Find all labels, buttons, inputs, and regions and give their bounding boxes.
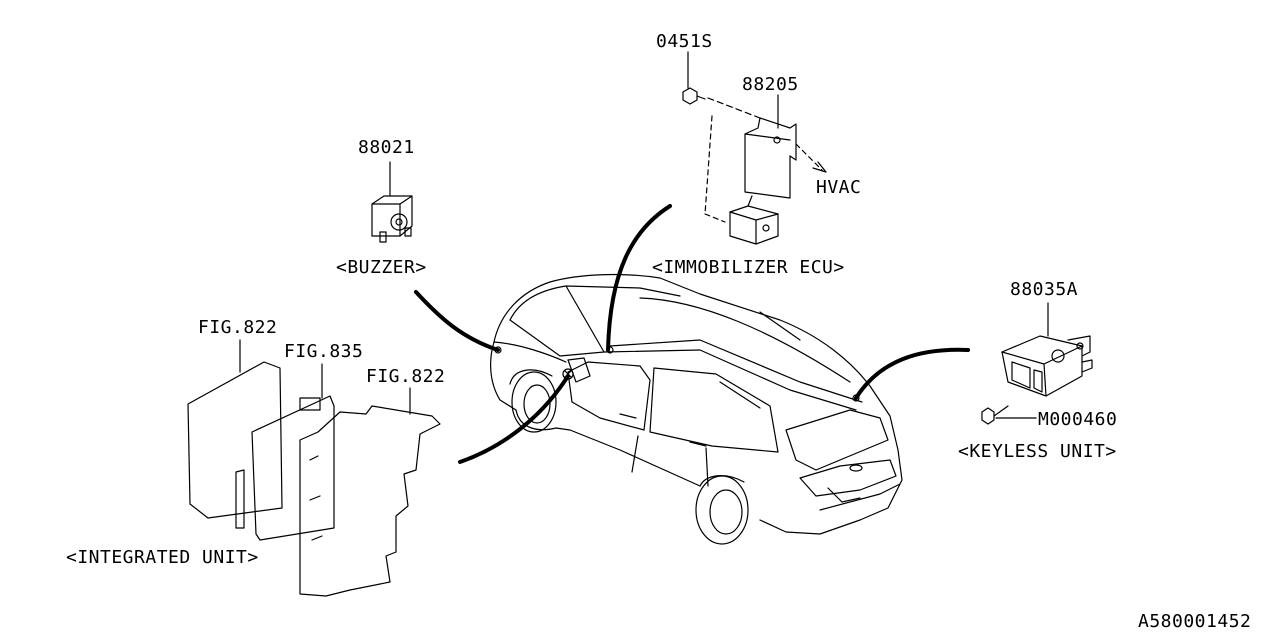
buzzer-section-label: <BUZZER> (336, 257, 427, 278)
keyless-section-label: <KEYLESS UNIT> (958, 441, 1117, 462)
buzzer-icon (372, 162, 412, 242)
fig-reference-1: FIG.822 (198, 317, 278, 338)
immobilizer-ecu-icon (683, 52, 826, 244)
bolt-part-number: 0451S (656, 31, 713, 52)
ecu-part-number: 88205 (742, 74, 799, 95)
keyless-part-number: 88035A (1010, 279, 1079, 300)
diagram-id: A580001452 (1138, 611, 1252, 632)
screw-part-number: M000460 (1038, 409, 1118, 430)
fig-reference-2: FIG.835 (284, 341, 364, 362)
keyless-unit-icon (982, 303, 1092, 424)
integrated-section-label: <INTEGRATED UNIT> (66, 547, 259, 568)
vehicle-icon (491, 275, 902, 545)
hvac-reference: HVAC (816, 177, 862, 198)
integrated-unit-icon (188, 340, 440, 596)
fig-reference-3: FIG.822 (366, 366, 446, 387)
leader-curves (416, 206, 968, 462)
buzzer-part-number: 88021 (358, 137, 415, 158)
immobilizer-section-label: <IMMOBILIZER ECU> (652, 257, 845, 278)
